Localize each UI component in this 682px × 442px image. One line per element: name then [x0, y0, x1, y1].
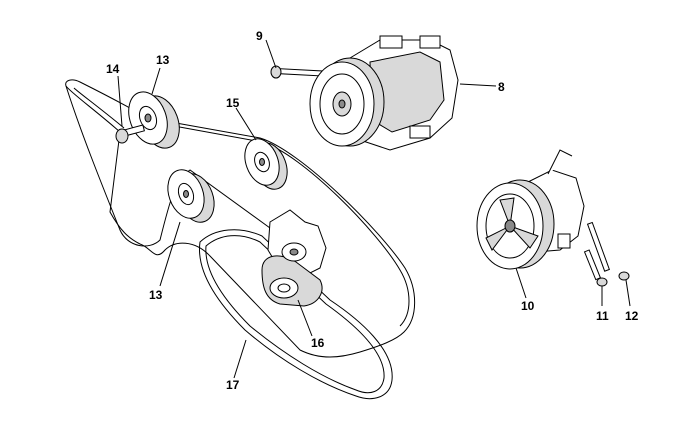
callout-13-upper: 13 [156, 53, 170, 67]
callout-12: 12 [625, 309, 639, 323]
callout-17: 17 [226, 378, 240, 392]
leader-lines [117, 39, 631, 379]
bolt-12 [586, 221, 630, 281]
idler-pulley-15 [244, 138, 288, 190]
callout-13-lower: 13 [149, 288, 163, 302]
ac-compressor [309, 35, 459, 151]
bolt-14 [115, 124, 145, 144]
callout-11: 11 [596, 309, 609, 323]
power-steering-pump [476, 149, 585, 270]
callout-14: 14 [106, 62, 120, 76]
bolt-11 [583, 249, 608, 287]
idler-pulley-upper [128, 91, 180, 149]
callout-16: 16 [311, 336, 325, 350]
lower-drive-belt [198, 229, 393, 400]
idler-pulley-lower [167, 169, 215, 223]
callout-8: 8 [498, 80, 505, 94]
callout-9: 9 [256, 29, 263, 43]
belt-tensioner [261, 209, 327, 307]
callout-15: 15 [226, 96, 240, 110]
callout-10: 10 [521, 299, 535, 313]
